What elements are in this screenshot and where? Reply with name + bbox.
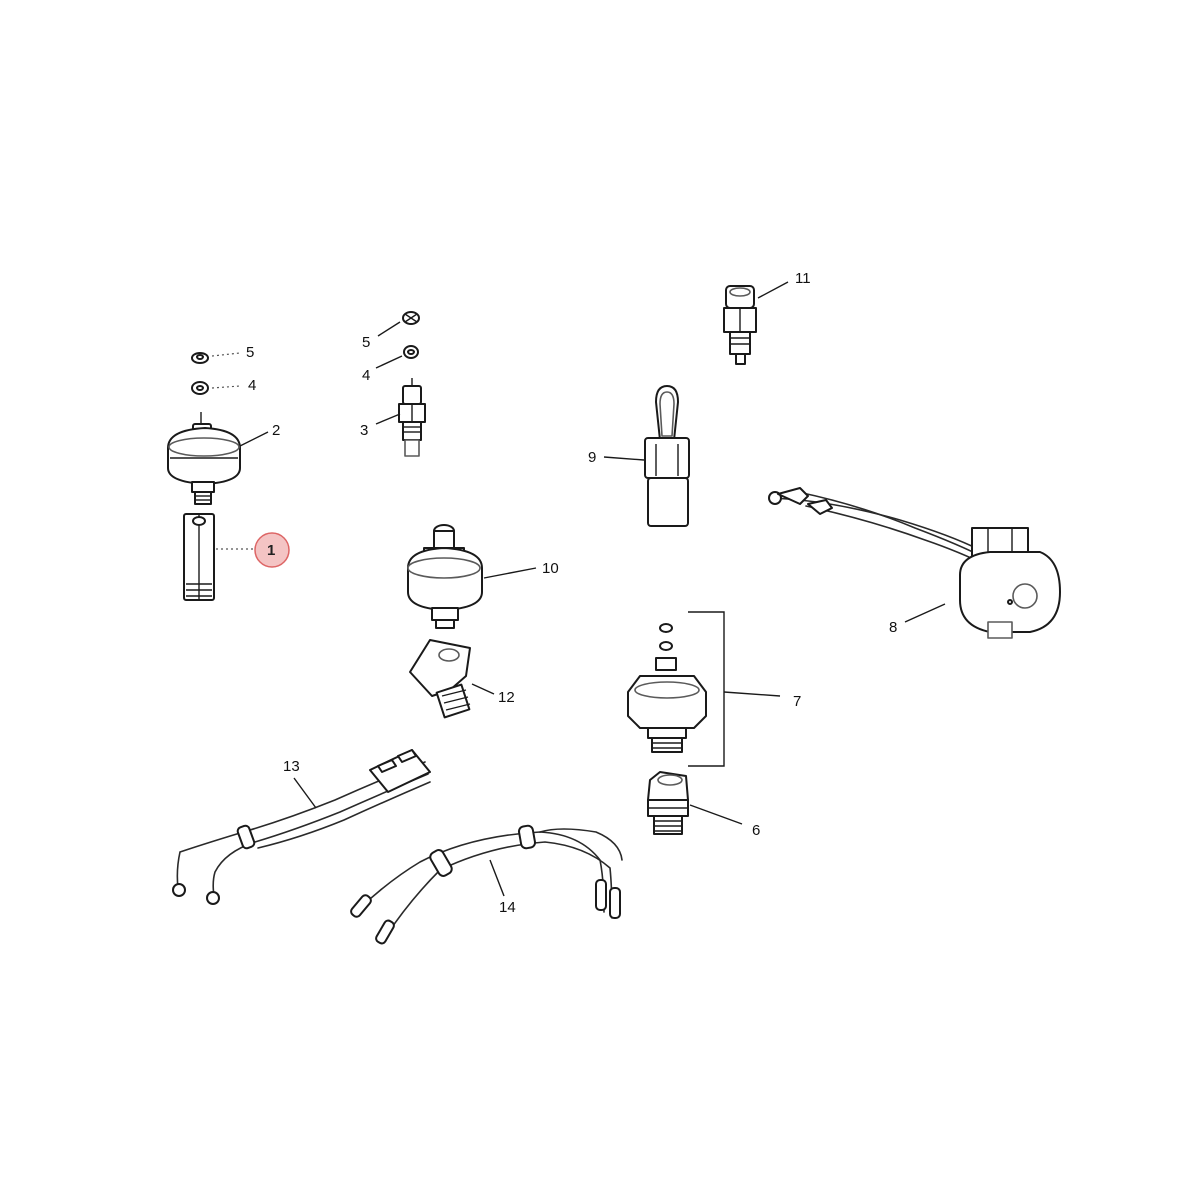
part-4-washer-center	[375, 345, 419, 369]
part-9-connector	[603, 385, 690, 527]
part-8-buzzer	[768, 487, 1061, 639]
callout-3: 3	[360, 422, 368, 439]
callout-4-left: 4	[248, 377, 256, 394]
part-5-nut-left	[191, 352, 241, 364]
part-2-pressure-switch	[167, 412, 269, 505]
callout-2: 2	[272, 422, 280, 439]
callout-11: 11	[795, 270, 811, 287]
part-1-adapter	[183, 513, 254, 601]
callout-7: 7	[793, 693, 801, 710]
callout-5-center: 5	[362, 334, 370, 351]
callout-6: 6	[752, 822, 760, 839]
part-3-temperature-sender	[375, 378, 426, 457]
callout-1-highlight-circle[interactable]	[254, 532, 290, 568]
part-13-wire-harness	[172, 749, 431, 905]
callout-1[interactable]: 1	[267, 542, 275, 559]
callout-4-center: 4	[362, 367, 370, 384]
callout-10: 10	[542, 560, 559, 577]
part-7-switch-assembly	[627, 611, 781, 767]
callout-12: 12	[498, 689, 515, 706]
part-6-adapter	[647, 771, 743, 835]
callout-14: 14	[499, 899, 516, 916]
callout-13: 13	[283, 758, 300, 775]
part-11-sender	[723, 281, 789, 365]
part-4-washer-left	[191, 381, 241, 395]
callout-5-left: 5	[246, 344, 254, 361]
part-14-wire-harness	[350, 824, 623, 945]
part-12-adapter	[409, 639, 495, 719]
callout-9: 9	[588, 449, 596, 466]
part-10-pressure-switch	[407, 524, 537, 629]
callout-8: 8	[889, 619, 897, 636]
part-5-nut-center	[377, 311, 420, 337]
